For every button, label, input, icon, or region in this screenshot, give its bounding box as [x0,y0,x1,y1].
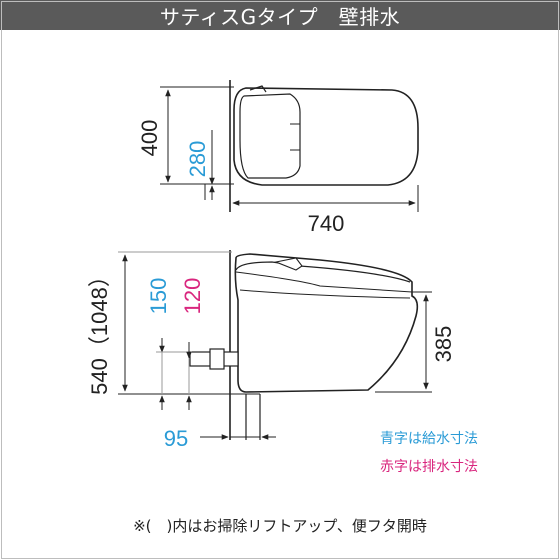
dim-label-95: 95 [164,426,188,451]
dim-label-120: 120 [180,278,205,315]
footnote: ※( )内はお掃除リフトアップ、便フタ開時 [133,517,427,535]
top-view: 400 280 740 [137,80,419,236]
dim-label-540: 540（1048） [87,265,112,395]
toilet-side-bowl-line [239,289,411,299]
dim-label-280: 280 [185,141,210,178]
toilet-side-body [234,253,419,393]
supply-valve [209,348,225,370]
toilet-side-seat-line [235,271,413,293]
legend-supply: 青字は給水寸法 [380,431,478,447]
dim-label-150: 150 [146,278,171,315]
toilet-side-tank-cap [274,257,303,271]
dim-label-385: 385 [431,326,456,363]
toilet-top-seat [239,93,301,179]
page-title: サティスGタイプ 壁排水 [0,0,560,30]
dim-label-400: 400 [137,120,162,157]
dim-label-740: 740 [308,211,345,236]
legend-drain: 赤字は排水寸法 [380,459,478,475]
title-text: サティスGタイプ 壁排水 [159,4,401,29]
side-view: 540（1048） 150 120 385 95 [87,250,456,451]
toilet-top-tank-cap [249,85,267,93]
